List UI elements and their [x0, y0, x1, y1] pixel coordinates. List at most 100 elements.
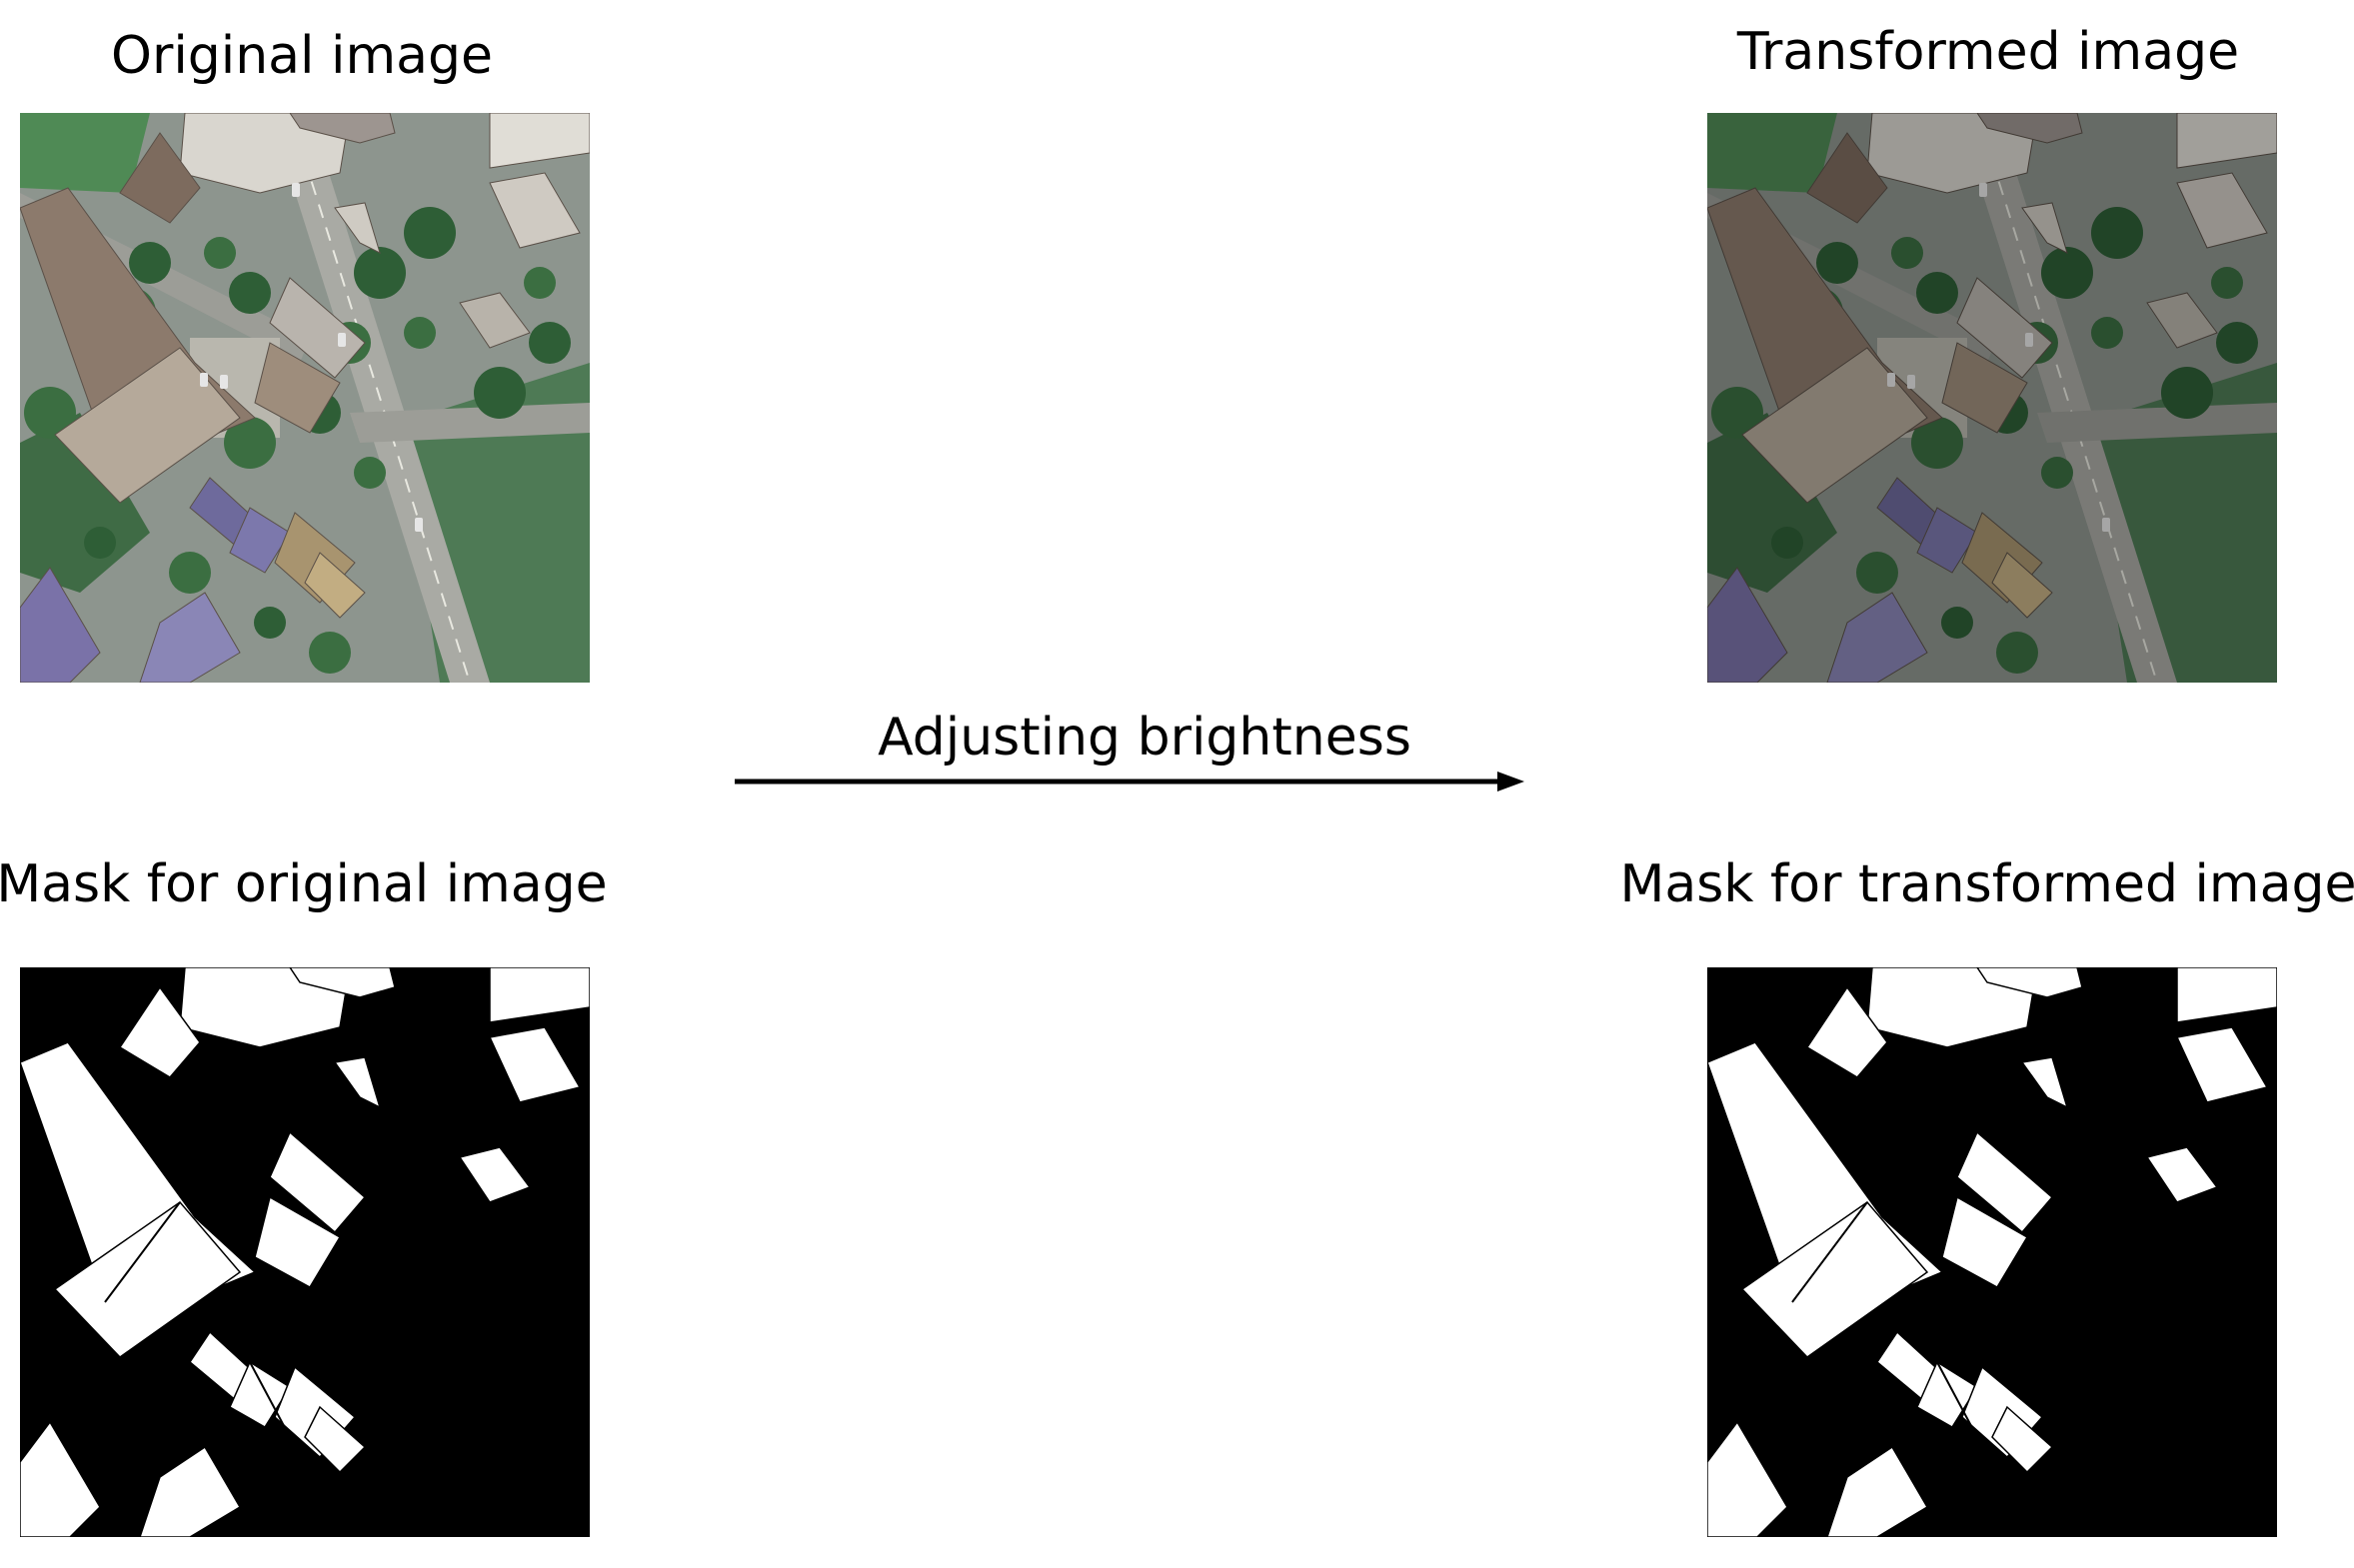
cross-road [2037, 403, 2277, 443]
tree [2041, 247, 2093, 299]
car [1907, 375, 1915, 389]
tree [224, 417, 276, 469]
building-roof [1991, 552, 2053, 619]
building-mask [458, 1146, 532, 1203]
road-marking [289, 113, 471, 683]
building-roof [229, 507, 291, 574]
transform-arrow [735, 772, 1524, 791]
building-mask [488, 1026, 582, 1103]
cross-road [350, 403, 590, 443]
tree [1856, 552, 1898, 594]
building-mask [2020, 1056, 2069, 1109]
mask-divider [249, 1361, 291, 1438]
original-aerial-photo [20, 113, 590, 683]
original-image-panel [20, 113, 590, 683]
building-roof [1916, 507, 1978, 574]
mask-transformed-panel [1707, 967, 2277, 1537]
building-roof [1956, 277, 2053, 379]
tree [529, 322, 571, 364]
tree [309, 632, 351, 674]
tree [2216, 322, 2258, 364]
building-roof [2176, 172, 2268, 249]
tree [129, 242, 171, 284]
tree [354, 457, 386, 489]
building-roof [20, 567, 101, 683]
building-mask [333, 1056, 382, 1109]
building-mask [20, 1420, 101, 1537]
building-mask [489, 967, 590, 1023]
building-mask [1805, 985, 1888, 1078]
tree-cluster [20, 413, 150, 593]
tree [404, 207, 456, 259]
tree [2161, 367, 2213, 419]
tree [2211, 267, 2243, 299]
building-mask [2176, 967, 2277, 1023]
tree [2041, 457, 2073, 489]
tree [169, 552, 211, 594]
building-roof [1707, 567, 1788, 683]
building-mask [1976, 967, 2083, 998]
building-roof [54, 347, 241, 504]
road-marking [1976, 113, 2158, 683]
car [2102, 518, 2110, 532]
car [200, 373, 208, 387]
transformed-mask [1707, 967, 2277, 1537]
tree [354, 247, 406, 299]
building-mask [1991, 1405, 2054, 1474]
tree [1941, 607, 1973, 639]
tree-cluster [1707, 413, 1837, 593]
building-roof [269, 277, 366, 379]
building-mask [1941, 1195, 2029, 1289]
building-mask [1740, 1200, 1929, 1358]
building-roof [1941, 342, 2028, 434]
building-mask [304, 1405, 367, 1474]
tree [1771, 527, 1803, 559]
tree [1911, 417, 1963, 469]
transformed-image-title: Transformed image [1736, 22, 2240, 82]
lawn-patch [20, 113, 150, 193]
mask-original-panel [20, 967, 590, 1537]
building-roof [2176, 113, 2277, 169]
aerial-content [1707, 113, 2277, 683]
building-mask [269, 1130, 367, 1234]
building-roof [139, 592, 241, 683]
building-mask [2145, 1146, 2219, 1203]
tree [84, 527, 116, 559]
building-roof [489, 172, 581, 249]
car [220, 375, 228, 389]
building-mask [289, 967, 396, 998]
building-roof [304, 552, 366, 619]
tree [1996, 632, 2038, 674]
building-roof [1826, 592, 1928, 683]
tree [204, 237, 236, 269]
building-mask [1956, 1130, 2054, 1234]
building-mask [1707, 1420, 1788, 1537]
tree [229, 272, 271, 314]
building-mask [254, 1195, 342, 1289]
building-roof [1976, 113, 2083, 144]
arrow-head [1497, 772, 1524, 791]
tree [24, 387, 76, 439]
tree [1916, 272, 1958, 314]
mask-original-title: Mask for original image [0, 854, 608, 914]
building-mask [53, 1200, 242, 1358]
mask-divider [1791, 1201, 1868, 1303]
transform-label: Adjusting brightness [878, 708, 1411, 768]
car [2025, 333, 2033, 347]
aerial-content [20, 113, 590, 683]
tree [254, 607, 286, 639]
tree [2091, 317, 2123, 349]
building-roof [489, 113, 590, 169]
building-roof [1741, 347, 1928, 504]
building-roof [2146, 292, 2218, 349]
tree [1816, 242, 1858, 284]
building-roof [1806, 132, 1888, 224]
car [1979, 183, 1987, 197]
transformed-aerial-photo [1707, 113, 2277, 683]
tree [1891, 237, 1923, 269]
car [338, 333, 346, 347]
mask-divider [104, 1201, 181, 1303]
building-mask [139, 1445, 242, 1537]
original-image-title: Original image [111, 26, 493, 86]
transformed-image-panel [1707, 113, 2277, 683]
